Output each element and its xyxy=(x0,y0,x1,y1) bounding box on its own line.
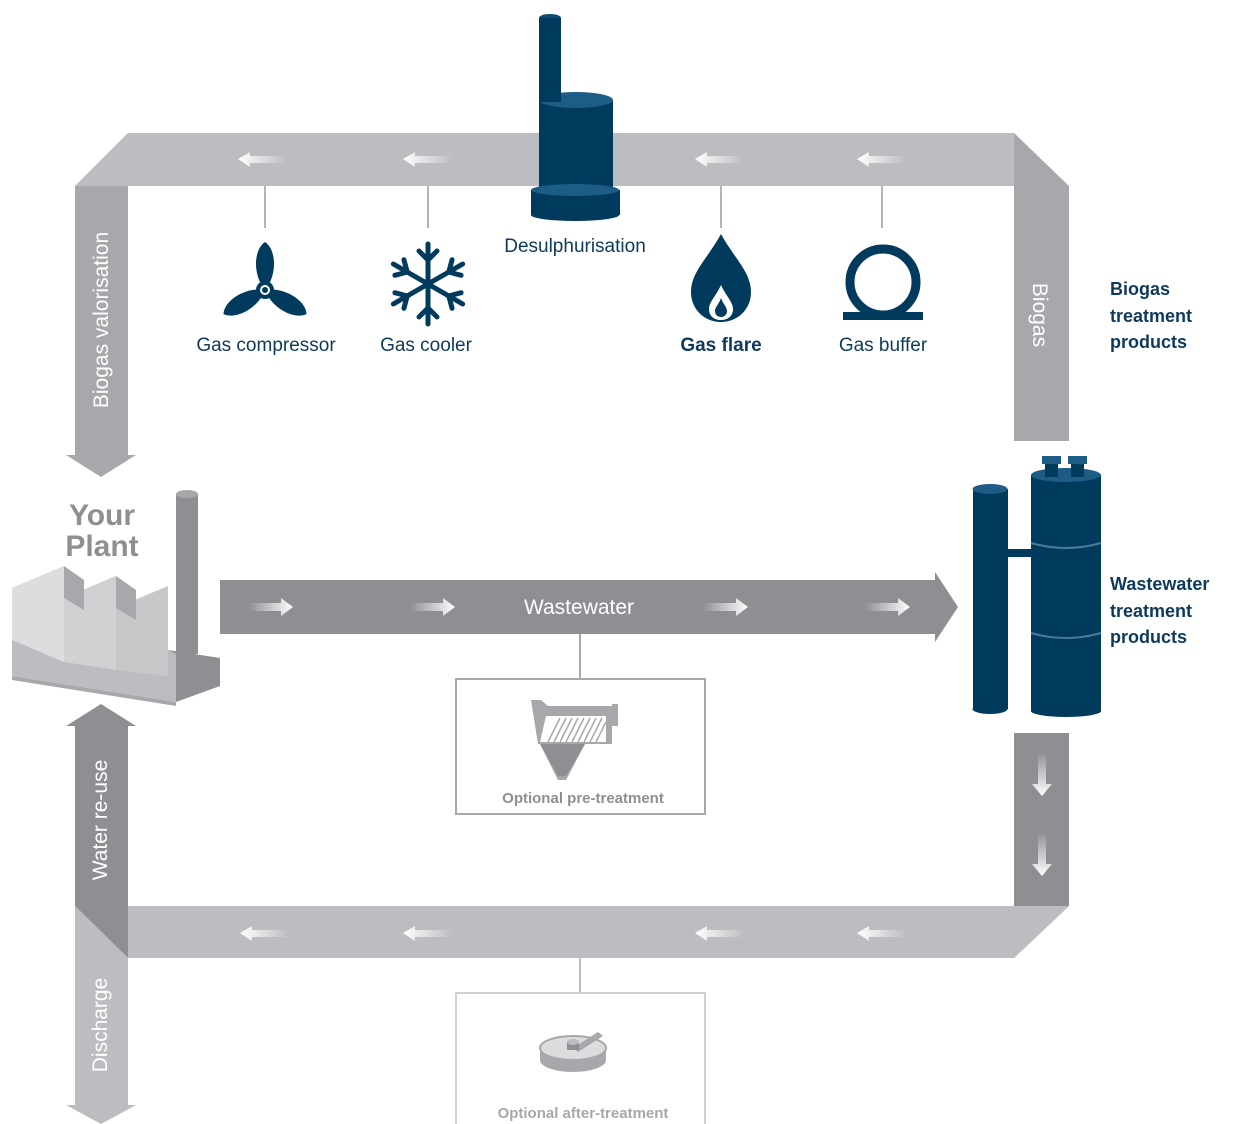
biogas-treatment-title-2: treatment xyxy=(1110,306,1192,326)
flow-arrow-right xyxy=(248,598,293,616)
wastewater-treatment-title-2: treatment xyxy=(1110,601,1192,621)
water-reuse-label: Water re-use xyxy=(89,760,112,881)
wastewater-pipe xyxy=(220,572,958,642)
biogas-valorisation-label: Biogas valorisation xyxy=(90,232,113,408)
return-flow-arrows-down xyxy=(1032,752,1052,876)
wastewater-treatment-title-1: Wastewater xyxy=(1110,574,1209,594)
flow-arrow-left xyxy=(403,152,452,167)
component-connectors xyxy=(264,186,883,228)
flow-arrow-left xyxy=(240,926,289,941)
pre-treatment-label: Optional pre-treatment xyxy=(502,790,664,807)
gas-buffer-label: Gas buffer xyxy=(839,335,928,356)
desulphurisation-label: Desulphurisation xyxy=(504,236,646,257)
factory-icon xyxy=(12,490,220,706)
flow-arrow-right xyxy=(703,598,748,616)
wastewater-label: Wastewater xyxy=(524,596,634,619)
snowflake-icon xyxy=(390,241,466,327)
top-flow-arrows xyxy=(238,152,906,167)
biogas-pipe-label: Biogas xyxy=(1028,283,1051,347)
flow-arrow-left xyxy=(695,926,744,941)
discharge-label: Discharge xyxy=(89,978,112,1073)
desulphurisation-tank-icon xyxy=(531,14,620,221)
flow-arrow-left xyxy=(238,152,287,167)
flow-arrow-left xyxy=(403,926,452,941)
wastewater-treatment-title-3: products xyxy=(1110,627,1187,647)
plant-title-line1: Your xyxy=(69,499,135,532)
reactor-tanks-icon xyxy=(972,456,1102,717)
flow-arrow-left xyxy=(695,152,744,167)
propeller-icon xyxy=(223,242,307,316)
gas-compressor-label: Gas compressor xyxy=(196,335,336,356)
flow-arrow-right xyxy=(410,598,455,616)
flow-arrow-down xyxy=(1032,752,1052,796)
flow-arrow-right xyxy=(865,598,910,616)
gas-flare-label: Gas flare xyxy=(680,335,761,356)
wastewater-flow-arrows xyxy=(248,598,910,616)
flow-arrow-left xyxy=(857,926,906,941)
flow-arrow-left xyxy=(857,152,906,167)
biogas-treatment-title-3: products xyxy=(1110,332,1187,352)
flame-icon xyxy=(691,234,751,322)
plant-title-line2: Plant xyxy=(65,530,138,563)
bottom-flow-arrows xyxy=(240,926,906,941)
flow-arrow-down xyxy=(1032,832,1052,876)
bottom-return-pipe xyxy=(66,704,1069,1124)
gas-cooler-label: Gas cooler xyxy=(380,335,473,356)
screen-filter-icon xyxy=(531,700,618,780)
clarifier-icon xyxy=(539,1032,607,1072)
after-treatment-label: Optional after-treatment xyxy=(498,1105,669,1122)
gas-buffer-icon xyxy=(843,244,923,320)
biogas-treatment-title-1: Biogas xyxy=(1110,279,1170,299)
